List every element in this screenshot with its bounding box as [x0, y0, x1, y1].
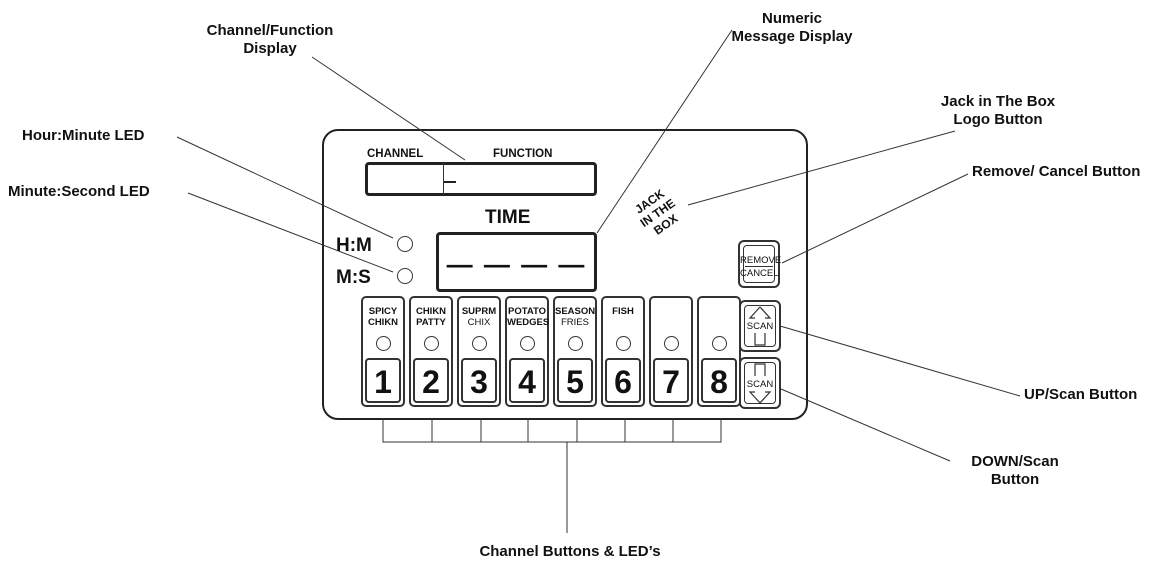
- bracket-channel-buttons: [382, 418, 722, 443]
- channel-label-line1: SUPRM: [461, 306, 497, 317]
- callout-up-scan-button: UP/Scan Button: [1024, 386, 1138, 403]
- scan-label: SCAN: [746, 321, 774, 332]
- channel-number: 2: [413, 358, 449, 403]
- display-cursor: [444, 181, 456, 183]
- channel-button-8[interactable]: 8: [697, 296, 741, 407]
- channel-label-line2: WEDGES: [507, 317, 550, 328]
- button-inner: [743, 245, 775, 283]
- callout-line: Jack in The Box: [940, 93, 1056, 110]
- callout-hour-minute-led: Hour:Minute LED: [22, 127, 145, 144]
- ms-label: M:S: [336, 267, 371, 288]
- channel-label-line2: CHIX: [467, 317, 491, 328]
- hour-minute-led: [397, 236, 413, 252]
- channel-led: [568, 336, 583, 351]
- channel-label-line1: CHIKN: [415, 306, 447, 317]
- channel-label: CHANNEL: [367, 148, 424, 160]
- remove-label: REMOVE: [740, 255, 782, 266]
- channel-function-display: [365, 162, 597, 196]
- minute-second-led: [397, 268, 413, 284]
- channel-led: [712, 336, 727, 351]
- channel-button-6[interactable]: FISH 6: [601, 296, 645, 407]
- channel-number: 4: [509, 358, 545, 403]
- channel-led: [472, 336, 487, 351]
- channel-label-line1: FISH: [612, 306, 634, 317]
- callout-line: Message Display: [731, 28, 853, 45]
- cancel-label: CANCEL: [740, 268, 779, 279]
- channel-label-line1: SEASON: [555, 306, 596, 317]
- channel-number: 3: [461, 358, 497, 403]
- leader-remove-cancel: [781, 173, 969, 264]
- channel-label-line2: FRIES: [561, 317, 589, 328]
- function-label: FUNCTION: [493, 148, 553, 160]
- callout-line: Logo Button: [953, 111, 1043, 128]
- down-arrow-icon: [748, 363, 772, 404]
- callout-channel-buttons: Channel Buttons & LED’s: [479, 543, 661, 560]
- scan-label: SCAN: [746, 379, 774, 390]
- callout-line: Numeric: [761, 10, 823, 27]
- display-divider: [443, 163, 444, 195]
- channel-label-line1: POTATO: [508, 306, 546, 317]
- channel-button-7[interactable]: 7: [649, 296, 693, 407]
- down-scan-button[interactable]: SCAN: [739, 357, 781, 409]
- callout-line: Channel/Function: [206, 22, 334, 39]
- channel-number: 6: [605, 358, 641, 403]
- channel-label-line1: SPICY: [368, 306, 398, 317]
- callout-line: Display: [243, 40, 297, 57]
- up-arrow-icon: [748, 306, 772, 346]
- channel-number: 1: [365, 358, 401, 403]
- callout-channel-function-display: Channel/Function Display: [185, 22, 355, 58]
- callout-line: Button: [990, 471, 1040, 488]
- channel-led: [424, 336, 439, 351]
- leader-up-scan: [779, 325, 1021, 397]
- up-scan-button[interactable]: SCAN: [739, 300, 781, 352]
- channel-label-line2: PATTY: [416, 317, 446, 328]
- channel-label-line2: CHIKN: [367, 317, 399, 328]
- time-label: TIME: [485, 207, 531, 228]
- callout-line: DOWN/Scan: [971, 453, 1059, 470]
- button-inner: [744, 305, 776, 347]
- channel-led: [376, 336, 391, 351]
- time-readout: — — — —: [446, 249, 587, 279]
- callout-minute-second-led: Minute:Second LED: [8, 183, 150, 200]
- hm-label: H:M: [336, 235, 372, 256]
- channel-led: [520, 336, 535, 351]
- callout-jack-logo-button: Jack in The Box Logo Button: [898, 93, 1098, 129]
- channel-number: 7: [653, 358, 689, 403]
- channel-number: 5: [557, 358, 593, 403]
- callout-down-scan-button: DOWN/Scan Button: [955, 453, 1075, 489]
- channel-led: [616, 336, 631, 351]
- channel-led: [664, 336, 679, 351]
- callout-remove-cancel-button: Remove/ Cancel Button: [972, 163, 1141, 180]
- channel-number: 8: [701, 358, 737, 403]
- label-divider: [745, 266, 773, 267]
- callout-numeric-message-display: Numeric Message Display: [707, 10, 877, 46]
- numeric-message-display: — — — —: [436, 232, 597, 292]
- remove-cancel-button[interactable]: REMOVE CANCEL: [738, 240, 782, 288]
